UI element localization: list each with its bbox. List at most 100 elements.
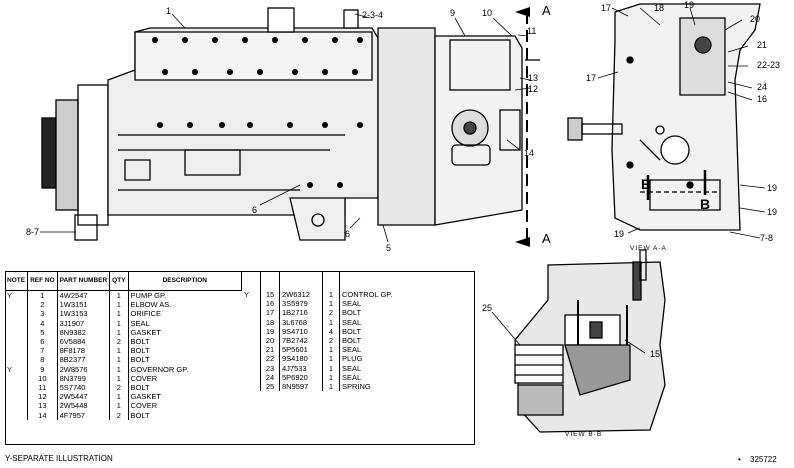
- qty-cell: 1: [109, 364, 129, 374]
- part-number-cell: 2W6312: [279, 290, 323, 300]
- part-number-cell: 8B2377: [57, 355, 111, 365]
- callout-21: 21: [757, 40, 768, 50]
- callout-11: 11: [527, 26, 537, 36]
- callout-20: 20: [750, 14, 761, 24]
- part-number-cell: 3L6768: [279, 317, 323, 327]
- note-cell: [242, 354, 261, 364]
- note-cell: [5, 355, 29, 365]
- note-cell: Y: [5, 364, 29, 374]
- qty-cell: 1: [322, 382, 340, 392]
- qty-cell: 1: [322, 363, 340, 373]
- part-number-cell: 9S4710: [279, 326, 323, 337]
- note-cell: [242, 336, 261, 346]
- qty-cell: 1: [109, 355, 129, 365]
- col-part: PART NUMBER: [57, 272, 111, 291]
- ref-cell: 7: [27, 346, 58, 356]
- note-cell: [5, 373, 29, 384]
- qty-cell: 1: [322, 354, 340, 364]
- note-cell: [5, 383, 29, 393]
- description-cell: PUMP GP.: [130, 291, 167, 300]
- note-cell: [5, 410, 29, 420]
- callout-2-3-4: 2-3-4: [362, 10, 384, 20]
- col-ref: REF NO: [27, 272, 58, 291]
- ref-cell: 11: [27, 383, 58, 393]
- part-number-cell: 8N9382: [57, 327, 111, 338]
- callout-12: 12: [528, 84, 539, 94]
- callout-15: 15: [650, 349, 661, 359]
- callout-6a: 6: [252, 205, 258, 215]
- part-number-cell: 3J1907: [57, 318, 111, 328]
- part-number-cell: 5P5601: [279, 345, 323, 355]
- note-cell: [242, 382, 261, 392]
- callout-6b: 6: [345, 229, 351, 239]
- parts-table-left: NOTE REF NO PART NUMBER QTY DESCRIPTION …: [5, 272, 243, 420]
- callout-24: 24: [757, 82, 768, 92]
- description-cell: BOLT: [130, 355, 150, 365]
- ref-cell: 16: [260, 299, 280, 309]
- section-marker-a-bottom: A: [542, 231, 551, 246]
- qty-cell: 1: [109, 327, 129, 338]
- note-cell: [5, 300, 29, 310]
- note-cell: [5, 337, 29, 347]
- note-cell: Y: [242, 290, 261, 300]
- callout-10: 10: [482, 8, 493, 18]
- description-cell: BOLT: [342, 308, 362, 318]
- description-cell: BOLT: [130, 337, 150, 347]
- qty-cell: 1: [322, 345, 340, 355]
- section-line-a: [515, 7, 530, 247]
- description-cell: GASKET: [130, 327, 161, 337]
- description-cell: GOVERNOR GP.: [130, 364, 189, 374]
- callout-17-top: 17: [601, 3, 612, 13]
- part-number-cell: 4W2547: [57, 290, 111, 301]
- ref-cell: 22: [260, 354, 280, 364]
- callout-8-7: 8-7: [26, 227, 40, 237]
- qty-cell: 1: [109, 309, 129, 319]
- part-number-cell: 1W3151: [57, 300, 111, 310]
- note-cell: [242, 372, 261, 383]
- figure-bullet: •: [738, 455, 741, 464]
- part-number-cell: 4J7533: [279, 363, 323, 373]
- description-cell: COVER: [130, 401, 158, 411]
- qty-cell: 1: [109, 401, 129, 411]
- callout-9: 9: [450, 8, 456, 18]
- qty-cell: 2: [109, 337, 129, 347]
- ref-cell: 4: [27, 318, 58, 328]
- part-number-cell: 8F8178: [57, 346, 111, 356]
- description-cell: SEAL: [130, 318, 150, 328]
- col-desc: DESCRIPTION: [128, 272, 243, 291]
- part-number-cell: 2W5448: [57, 401, 111, 411]
- note-cell: [5, 327, 29, 338]
- ref-cell: 23: [260, 363, 280, 373]
- ref-cell: 17: [260, 308, 280, 318]
- view-b-b-label: VIEW B-B: [565, 431, 603, 438]
- qty-cell: 1: [322, 317, 340, 327]
- ref-cell: 24: [260, 372, 280, 383]
- ref-cell: 13: [27, 401, 58, 411]
- ref-cell: 1: [27, 290, 58, 301]
- description-cell: ELBOW AS.: [130, 300, 172, 310]
- part-number-cell: 7B2742: [279, 336, 323, 346]
- section-marker-b-right: B: [700, 196, 711, 212]
- qty-cell: 2: [322, 336, 340, 346]
- ref-cell: 12: [27, 392, 58, 402]
- description-cell: SEAL: [342, 345, 362, 355]
- description-cell: CONTROL GP.: [342, 290, 393, 299]
- description-cell: BOLT: [130, 410, 150, 420]
- callout-13: 13: [528, 73, 539, 83]
